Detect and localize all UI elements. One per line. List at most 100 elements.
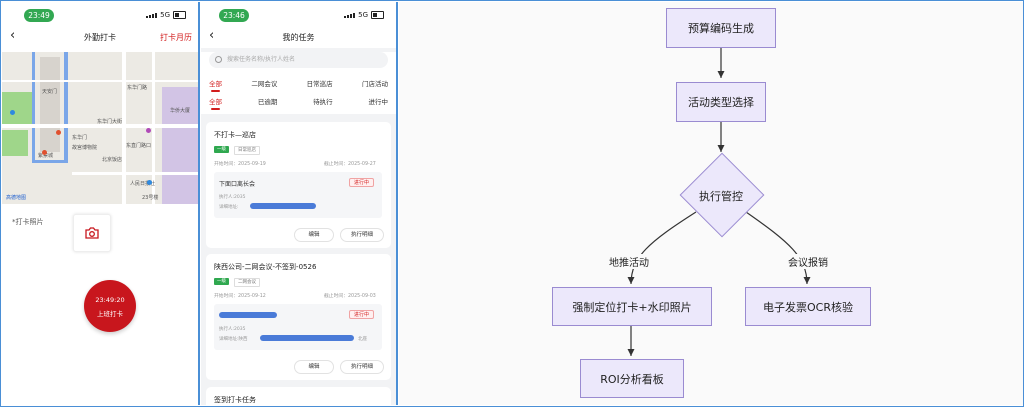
task-title: 签到打卡任务: [214, 396, 256, 404]
network-type: 5G: [358, 11, 368, 19]
task-title: 陕西公司-二网会议-不签到-0526: [214, 263, 317, 271]
executor-text: 执行人:2035: [219, 327, 246, 332]
address-tail-text: 北座: [358, 337, 367, 342]
photo-label: *打卡照片: [12, 218, 44, 226]
battery-icon: [371, 11, 384, 19]
map-label: 故宫博物院: [72, 145, 98, 151]
tab-type-store-activity[interactable]: 门店活动: [361, 80, 388, 88]
checkin-calendar-link[interactable]: 打卡月历: [160, 33, 192, 42]
map-poi-pin[interactable]: [42, 150, 47, 155]
subtask-box[interactable]: 下面口离长会 进行中 执行人:2035 详细地址:: [214, 172, 382, 218]
signal-icon: [146, 12, 158, 18]
map-park: [2, 92, 32, 124]
search-placeholder: 搜索任务名称/执行人姓名: [227, 56, 296, 63]
back-icon[interactable]: ‹: [209, 28, 215, 43]
tab-status-overdue[interactable]: 已逾期: [257, 98, 278, 106]
map-view[interactable]: 天安门 东华门大街 东华门 东华门路 紫禁城 故宫博物院 华侨大厦 北京饭店 东…: [2, 52, 198, 204]
checkin-phone-screen: 23:49 5G ‹ 外勤打卡 打卡月历 天安门: [2, 2, 198, 405]
status-bar: 23:49 5G: [2, 2, 198, 26]
panel-divider: [198, 2, 200, 405]
panel-divider: [396, 2, 398, 405]
map-poi-pin[interactable]: [56, 130, 61, 135]
tab-type-store-visit[interactable]: 日常巡店: [306, 80, 333, 88]
map-label: 天安门: [42, 89, 58, 95]
address-text: 详细地址:: [219, 205, 239, 210]
search-input[interactable]: 搜索任务名称/执行人姓名: [209, 52, 388, 68]
node-budget-code: 预算编码生成: [666, 8, 776, 48]
tab-type-all[interactable]: 全部: [209, 80, 222, 92]
nav-bar: ‹ 我的任务: [201, 26, 396, 48]
type-tag: 日常巡店: [234, 146, 260, 155]
punch-time: 23:49:20: [95, 296, 125, 304]
nav-bar: ‹ 外勤打卡 打卡月历: [2, 26, 198, 48]
map-park: [2, 130, 28, 156]
tasks-phone-screen: 23:46 5G ‹ 我的任务 搜索任务名称/执行人姓名 全部 二网会议 日常巡…: [201, 2, 396, 405]
execution-detail-button[interactable]: 执行明细: [340, 228, 384, 242]
executor-text: 执行人:2035: [219, 195, 246, 200]
search-icon: [215, 56, 222, 63]
tab-status-in-progress[interactable]: 进行中: [368, 98, 388, 106]
map-poi-pin[interactable]: [10, 110, 15, 115]
map-poi-pin[interactable]: [146, 128, 151, 133]
map-provider-logo: 高德地图: [6, 195, 27, 201]
task-card[interactable]: 签到打卡任务: [206, 387, 391, 405]
execution-detail-button[interactable]: 执行明细: [340, 360, 384, 374]
page-title: 外勤打卡: [84, 33, 116, 42]
edge-label-meeting-expense: 会议报销: [786, 254, 830, 269]
redacted-address: [250, 203, 316, 209]
tab-status-all[interactable]: 全部: [209, 98, 222, 110]
camera-icon: [85, 227, 99, 239]
battery-icon: [173, 11, 186, 19]
map-moat: [64, 52, 68, 162]
redacted-subtask-title: [219, 312, 277, 318]
start-time: 开始时间：2025-09-19: [214, 162, 266, 167]
start-time: 开始时间：2025-09-12: [214, 294, 266, 299]
map-road: [72, 172, 198, 175]
node-roi-dashboard: ROI分析看板: [580, 359, 684, 398]
map-label: 紫禁城: [38, 153, 54, 159]
back-icon[interactable]: ‹: [10, 28, 16, 43]
tab-type-dealer-meeting[interactable]: 二网会议: [251, 80, 278, 88]
node-activity-type: 活动类型选择: [676, 82, 766, 122]
map-label: 东华门路: [127, 85, 148, 91]
node-geo-checkin: 强制定位打卡+水印照片: [552, 287, 712, 326]
task-card[interactable]: 不打卡—巡店 一级 日常巡店 开始时间：2025-09-19 截止时间：2025…: [206, 122, 391, 248]
page-title: 我的任务: [282, 33, 315, 42]
signal-indicators: 5G: [344, 11, 384, 19]
map-label: 北京饭店: [102, 157, 123, 163]
map-road: [152, 52, 155, 204]
subtask-title: 下面口离长会: [219, 181, 256, 188]
subtask-box[interactable]: 进行中 执行人:2035 详细地址:陕西 北座: [214, 304, 382, 350]
map-label: 人民日报社: [130, 181, 156, 187]
map-poi-pin[interactable]: [147, 180, 152, 185]
punch-in-button[interactable]: 23:49:20 上班打卡: [84, 280, 136, 332]
end-time: 截止时间：2025-09-03: [324, 294, 376, 299]
edge-control-geo: [627, 211, 697, 285]
map-label: 东华门: [72, 135, 88, 141]
redacted-address: [260, 335, 354, 341]
task-title: 不打卡—巡店: [214, 131, 256, 139]
map-label: 东华门大街: [97, 119, 123, 125]
map-road: [2, 80, 198, 82]
map-moat: [32, 52, 35, 162]
type-tabs: 全部 二网会议 日常巡店 门店活动: [201, 74, 396, 92]
edge-control-invoice: [745, 211, 811, 285]
map-block: [40, 57, 60, 152]
edit-button[interactable]: 编辑: [294, 360, 334, 374]
status-badge: 进行中: [348, 178, 374, 187]
end-time: 截止时间：2025-09-27: [324, 162, 376, 167]
map-moat: [32, 160, 68, 163]
map-label: 23号楼: [142, 195, 159, 201]
edit-button[interactable]: 编辑: [294, 228, 334, 242]
task-card[interactable]: 陕西公司-二网会议-不签到-0526 一级 二网会议 开始时间：2025-09-…: [206, 254, 391, 380]
map-road: [2, 124, 198, 128]
node-execution-control: 执行管控: [699, 190, 743, 203]
photo-upload-button[interactable]: [73, 214, 111, 252]
edge-label-ground-promo: 地推活动: [607, 254, 651, 269]
flowchart-panel: 预算编码生成 活动类型选择 执行管控 地推活动 会议报销 强制定位打卡+水印照片…: [399, 2, 1023, 405]
map-road: [122, 52, 126, 204]
status-badge: 进行中: [348, 310, 374, 319]
tab-status-pending[interactable]: 待执行: [313, 98, 333, 106]
signal-icon: [344, 12, 356, 18]
